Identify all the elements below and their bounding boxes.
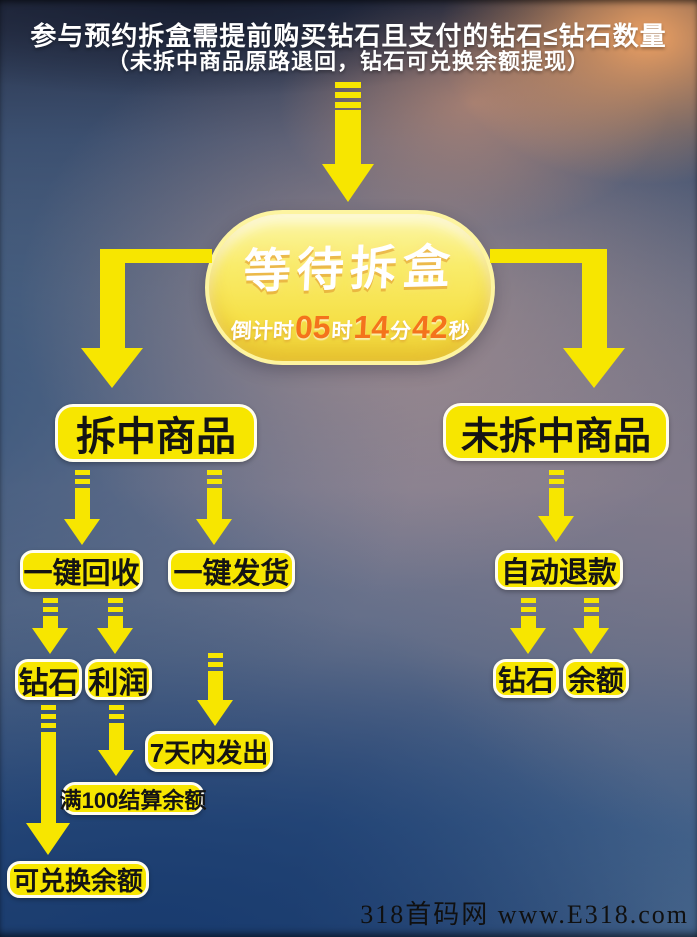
node-ship-in-7-days: 7天内发出 (145, 731, 273, 772)
waiting-unbox-button[interactable]: 等待拆盒 倒计时05时14分42秒 (205, 210, 495, 365)
arrow-recycle-to-diamond (32, 598, 68, 654)
countdown: 倒计时05时14分42秒 (230, 309, 471, 346)
node-redeemable-balance: 可兑换余额 (7, 861, 149, 898)
countdown-seconds-unit: 秒 (447, 319, 470, 343)
notice-line-1: 参与预约拆盒需提前购买钻石且支付的钻石≤钻石数量 (30, 21, 667, 51)
node-diamond-right: 钻石 (493, 659, 559, 698)
countdown-prefix: 倒计时 (229, 319, 295, 343)
node-diamond-left: 钻石 (15, 659, 82, 700)
watermark: 318首码网 www.E318.com (360, 900, 689, 929)
arrow-ship-to-7days (197, 653, 233, 726)
node-not-won-product: 未拆中商品 (443, 403, 669, 461)
countdown-hours: 05 (293, 308, 332, 345)
countdown-seconds: 42 (410, 308, 449, 345)
node-settle-at-100: 满100结算余额 (60, 782, 206, 815)
arrow-refund-to-diamond (510, 598, 546, 654)
arrow-notice-to-button (322, 82, 374, 202)
waiting-unbox-label: 等待拆盒 (242, 238, 458, 298)
countdown-hours-unit: 时 (330, 319, 353, 343)
arrow-diamond-to-redeem (26, 705, 70, 855)
arrow-won-to-ship (196, 470, 232, 545)
node-one-key-recycle: 一键回收 (20, 550, 143, 592)
countdown-minutes-unit: 分 (388, 319, 412, 343)
node-profit: 利润 (85, 659, 152, 700)
node-one-key-ship: 一键发货 (168, 550, 295, 592)
node-won-product: 拆中商品 (55, 404, 257, 462)
node-balance: 余额 (563, 659, 629, 698)
notice-line-2: （未拆中商品原路退回，钻石可兑换余额提现） (106, 49, 590, 74)
node-auto-refund: 自动退款 (495, 550, 623, 590)
arrow-notwon-to-refund (538, 470, 574, 542)
countdown-minutes: 14 (352, 308, 390, 345)
arrow-profit-to-settle (98, 705, 134, 776)
arrow-won-to-recycle (64, 470, 100, 545)
arrow-recycle-to-profit (97, 598, 133, 654)
arrow-refund-to-balance (573, 598, 609, 654)
